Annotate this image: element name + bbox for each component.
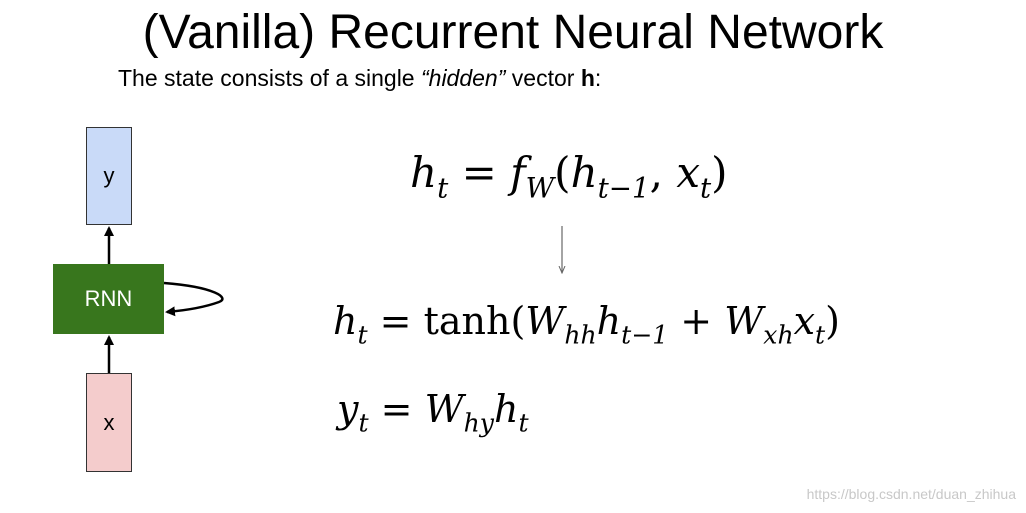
eq2-h-prev-sub: t−1: [621, 320, 669, 350]
eq1-x: x: [676, 148, 701, 197]
input-x-box: x: [86, 373, 132, 472]
subtitle-prefix: The state consists of a single: [118, 65, 421, 91]
eq1-h: h: [410, 148, 438, 197]
eq3-equals: =: [380, 387, 413, 431]
equation-output: yt = Whyht: [337, 387, 529, 436]
eq2-open-paren: (: [510, 299, 526, 343]
eq2-h-sub: t: [357, 320, 368, 350]
eq2-w-hh-sub: hh: [564, 320, 597, 350]
eq3-w-hy: W: [424, 387, 464, 431]
eq2-x-sub: t: [815, 320, 826, 350]
eq2-x: x: [793, 299, 816, 343]
eq2-equals: =: [379, 299, 412, 343]
output-y-box: y: [86, 127, 132, 225]
eq2-h-prev: h: [596, 299, 622, 343]
eq1-comma: ,: [649, 148, 663, 197]
eq3-w-hy-sub: hy: [463, 408, 494, 438]
eq2-w-xh-sub: xh: [763, 320, 794, 350]
eq1-h-prev: h: [570, 148, 598, 197]
eq3-y: y: [337, 387, 359, 431]
eq1-equals: =: [461, 148, 497, 197]
eq1-f-sub: W: [525, 171, 555, 205]
subtitle-suffix: :: [594, 65, 602, 91]
subtitle-hidden-word: “hidden”: [421, 65, 506, 91]
eq1-h-prev-sub: t−1: [597, 171, 650, 205]
eq1-x-sub: t: [700, 171, 712, 205]
eq2-tanh: tanh: [423, 299, 511, 343]
subtitle-h: h: [580, 65, 595, 91]
equation-recurrence: ht = fW(ht−1, xt): [410, 148, 728, 202]
eq2-w-xh: W: [724, 299, 764, 343]
eq3-h-sub: t: [518, 408, 529, 438]
eq2-w-hh: W: [525, 299, 565, 343]
recurrent-loop-arrow: [163, 281, 224, 317]
eq3-y-sub: t: [358, 408, 369, 438]
equation-hidden-update: ht = tanh(Whhht−1 + Wxhxt): [333, 299, 840, 348]
subtitle-mid: vector: [505, 65, 581, 91]
watermark-url: https://blog.csdn.net/duan_zhihua: [806, 486, 1016, 502]
eq2-h: h: [333, 299, 358, 343]
eq1-h-sub: t: [437, 171, 449, 205]
eq2-plus: +: [680, 299, 713, 343]
eq3-h: h: [493, 387, 519, 431]
slide-subtitle: The state consists of a single “hidden” …: [118, 64, 601, 92]
rnn-cell-box: RNN: [53, 264, 164, 334]
eq1-close-paren: ): [711, 148, 728, 197]
eq2-close-paren: ): [825, 299, 840, 343]
slide-title: (Vanilla) Recurrent Neural Network: [142, 6, 884, 59]
eq1-f: f: [510, 148, 526, 197]
eq1-open-paren: (: [554, 148, 571, 197]
